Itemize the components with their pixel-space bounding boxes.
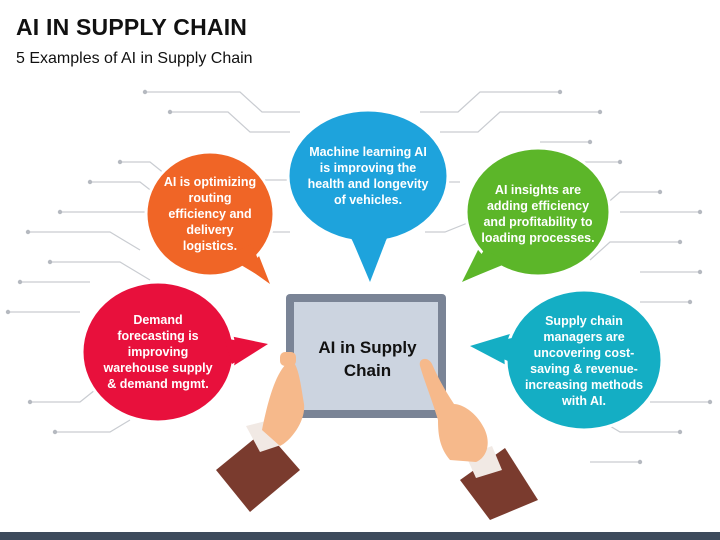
- left-hand-illustration: [216, 352, 305, 512]
- bubble-text-lower-left: Demand forecasting is improving warehous…: [100, 306, 216, 398]
- tablet-center-label: AI in Supply Chain: [318, 338, 417, 380]
- right-hand-illustration: [419, 358, 538, 520]
- bubble-text-top-content: Machine learning AI is improving the hea…: [307, 145, 429, 207]
- bubble-text-lower-left-content: Demand forecasting is improving warehous…: [103, 313, 213, 391]
- speech-bubble-lower-right: [470, 288, 664, 432]
- bubble-text-lower-right: Supply chain managers are uncovering cos…: [520, 308, 648, 414]
- bubble-text-lower-right-content: Supply chain managers are uncovering cos…: [524, 314, 644, 408]
- speech-bubble-upper-right: [462, 146, 612, 282]
- bubble-text-upper-left-content: AI is optimizing routing efficiency and …: [163, 175, 257, 253]
- bubble-text-upper-left: AI is optimizing routing efficiency and …: [158, 172, 262, 256]
- page-title: AI IN SUPPLY CHAIN: [16, 14, 248, 40]
- tablet: [286, 294, 446, 418]
- speech-bubble-upper-left: [144, 150, 276, 284]
- bubble-text-top: Machine learning AI is improving the hea…: [306, 128, 430, 224]
- bottom-bar: [0, 532, 720, 540]
- bubble-text-upper-right-content: AI insights are adding efficiency and pr…: [481, 183, 595, 245]
- bubble-text-upper-right: AI insights are adding efficiency and pr…: [480, 168, 596, 260]
- page-subtitle: 5 Examples of AI in Supply Chain: [16, 50, 253, 67]
- circuit-nodes: [5, 89, 713, 465]
- speech-bubble-lower-left: [80, 280, 268, 424]
- speech-bubble-top: [286, 108, 450, 282]
